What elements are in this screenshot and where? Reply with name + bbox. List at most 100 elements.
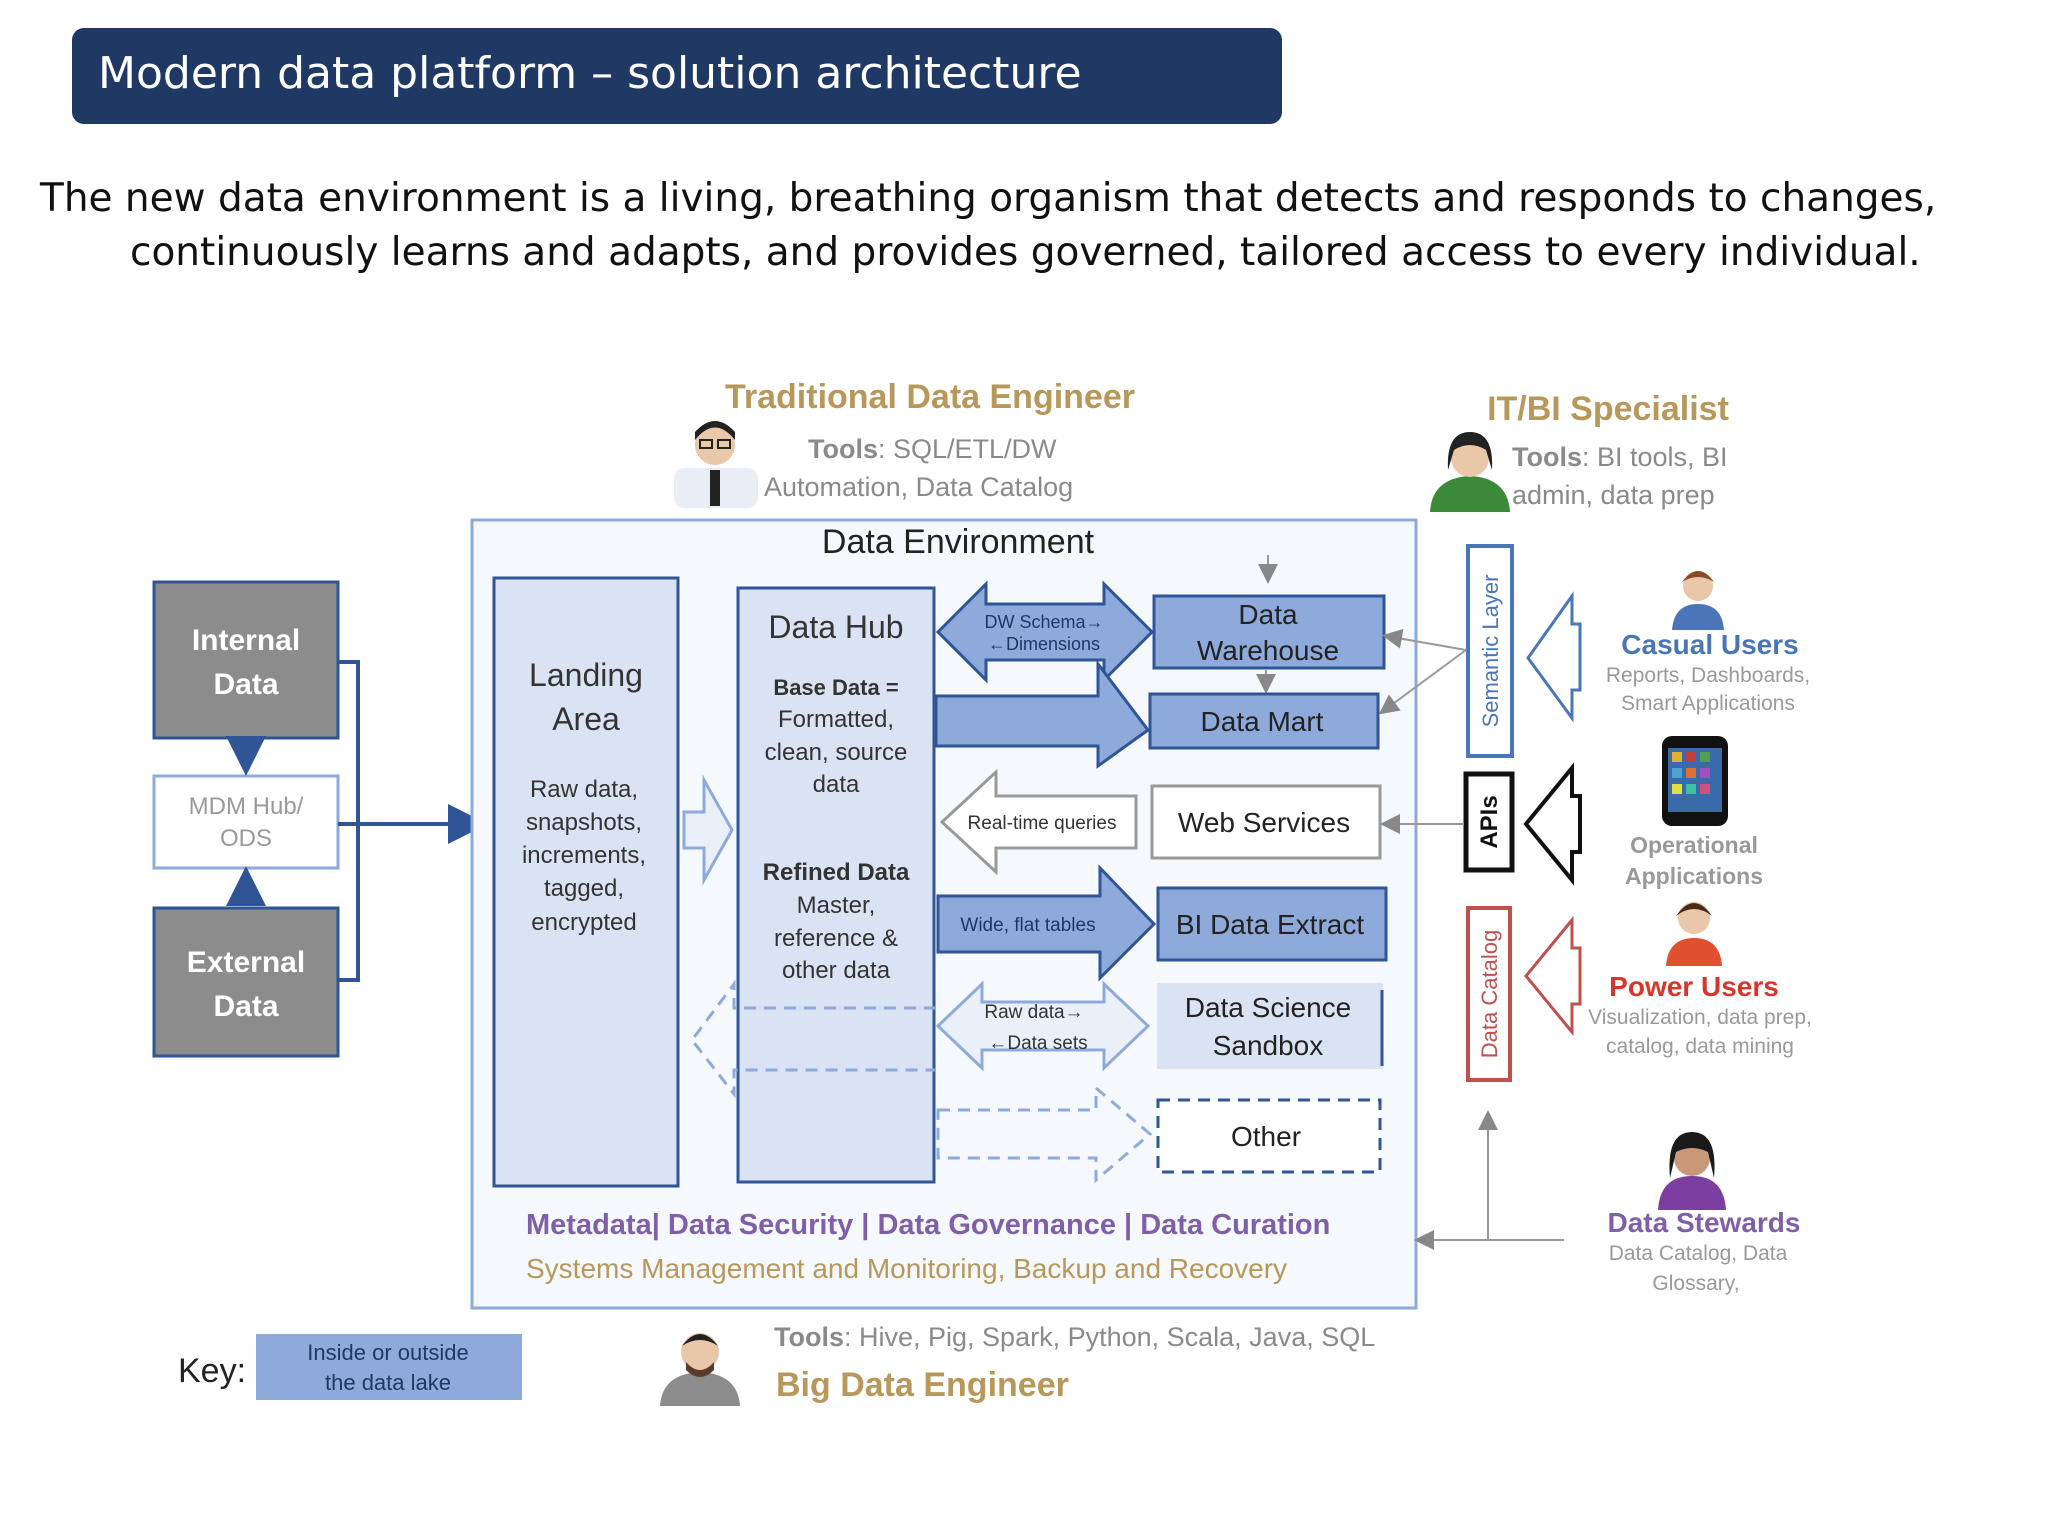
casual-users-desc-1: Reports, Dashboards, [1606, 664, 1810, 687]
landing-body-line3: increments, [522, 842, 646, 869]
operational-applications: Operational Applications [1625, 736, 1763, 889]
legend-key: Key: Inside or outside the data lake [178, 1334, 522, 1400]
external-data-box: External Data [152, 906, 340, 1058]
key-text-line2: the data lake [325, 1370, 451, 1395]
data-mart-label: Data Mart [1201, 706, 1324, 737]
other-label: Other [1231, 1121, 1301, 1152]
casual-user-icon [1672, 571, 1724, 630]
data-hub: Data Hub Base Data = Formatted, clean, s… [736, 586, 936, 1184]
hub-base-line3: data [813, 771, 860, 798]
power-users-desc-1: Visualization, data prep, [1588, 1006, 1812, 1029]
hub-base-title: Base Data = [773, 675, 898, 700]
casual-users: Casual Users Reports, Dashboards, Smart … [1606, 571, 1810, 715]
traditional-engineer-role: Traditional Data Engineer [725, 378, 1135, 416]
power-users: Power Users Visualization, data prep, ca… [1588, 902, 1812, 1058]
traditional-tools-line1: : SQL/ETL/DW [878, 434, 1057, 464]
dw-schema-arrow: DW Schema→ ←Dimensions [935, 580, 1155, 684]
it-bi-specialist: IT/BI Specialist Tools: BI tools, BI adm… [1430, 390, 1729, 512]
casual-users-arrow [1526, 591, 1582, 723]
data-environment-title: Data Environment [822, 523, 1095, 561]
wide-flat-tables-arrow: Wide, flat tables [936, 864, 1157, 982]
data-stewards-title: Data Stewards [1608, 1207, 1801, 1238]
landing-area: Landing Area Raw data, snapshots, increm… [492, 576, 680, 1188]
key-label: Key: [178, 1352, 246, 1390]
hub-refined-line2: reference & [774, 925, 898, 952]
hub-to-mart-arrow [934, 659, 1151, 769]
raw-data-line2: ←Data sets [988, 1033, 1087, 1054]
warehouse-line1: Data [1238, 599, 1298, 630]
subtitle-line-1: The new data environment is a living, br… [40, 176, 1937, 221]
power-user-icon [1666, 902, 1722, 966]
mdm-hub-box: MDM Hub/ ODS [152, 774, 340, 870]
data-stewards: Data Stewards Data Catalog, Data Glossar… [1608, 1132, 1801, 1295]
it-bi-specialist-role: IT/BI Specialist [1487, 390, 1729, 428]
casual-users-desc-2: Smart Applications [1621, 692, 1795, 715]
data-catalog-label: Data Catalog [1477, 930, 1502, 1058]
data-steward-icon [1658, 1132, 1726, 1210]
sandbox-line2: Sandbox [1213, 1030, 1324, 1061]
realtime-queries-arrow: Real-time queries [939, 768, 1138, 876]
source-connectors [226, 660, 488, 982]
hub-refined-line1: Master, [797, 892, 876, 919]
engineer-person-icon [674, 421, 758, 508]
mdm-hub-line1: MDM Hub/ [189, 793, 304, 820]
web-services-box: Web Services [1150, 784, 1382, 860]
svg-text:Tools: BI tools, BI: Tools: BI tools, BI [1512, 442, 1728, 472]
big-data-engineer-role: Big Data Engineer [776, 1366, 1069, 1404]
layer-connectors [1378, 628, 1564, 1250]
landing-title-line1: Landing [529, 657, 643, 693]
warehouse-line2: Warehouse [1197, 635, 1339, 666]
specialist-tools-label: Tools [1512, 442, 1582, 472]
landing-title-line2: Area [552, 701, 620, 737]
big-data-engineer: Tools: Hive, Pig, Spark, Python, Scala, … [660, 1322, 1375, 1406]
power-users-title: Power Users [1609, 971, 1779, 1002]
svg-text:Tools: SQL/ETL/DW: Tools: SQL/ETL/DW [808, 434, 1057, 464]
page-title: Modern data platform – solution architec… [98, 48, 1082, 99]
dw-arrow-line1: DW Schema→ [984, 612, 1103, 632]
subtitle-line-2: continuously learns and adapts, and prov… [130, 230, 1921, 275]
hub-base-line1: Formatted, [778, 706, 894, 733]
internal-data-line2: Data [213, 668, 278, 701]
raw-data-arrow: Raw data→ ←Data sets [935, 980, 1151, 1072]
landing-body-line5: encrypted [531, 909, 636, 936]
bi-data-extract-label: BI Data Extract [1176, 909, 1365, 940]
apis-label: APIs [1476, 795, 1503, 848]
data-catalog-layer: Data Catalog [1466, 906, 1512, 1082]
traditional-tools-label: Tools [808, 434, 878, 464]
operational-line2: Applications [1625, 863, 1763, 889]
specialist-tools-line2: admin, data prep [1512, 480, 1715, 510]
internal-data-line1: Internal [192, 624, 300, 657]
apis-layer: APIs [1463, 771, 1515, 873]
power-users-arrow [1524, 915, 1582, 1037]
big-data-tools-line1: : Hive, Pig, Spark, Python, Scala, Java,… [844, 1322, 1375, 1352]
hub-refined-line3: other data [782, 957, 891, 984]
governance-line: Metadata| Data Security | Data Governanc… [526, 1209, 1330, 1241]
landing-body-line1: Raw data, [530, 776, 638, 803]
landing-body-line4: tagged, [544, 875, 624, 902]
data-mart-box: Data Mart [1148, 692, 1380, 750]
sandbox-line1: Data Science [1185, 992, 1352, 1023]
big-data-tools-label: Tools [774, 1322, 844, 1352]
raw-data-dashed-path [690, 979, 936, 1099]
operational-apps-arrow [1523, 762, 1582, 886]
operational-line1: Operational [1630, 832, 1758, 858]
mdm-hub-line2: ODS [220, 825, 272, 852]
casual-users-title: Casual Users [1621, 629, 1798, 660]
data-stewards-desc-2: Glossary, [1652, 1272, 1739, 1295]
data-warehouse-box: Data Warehouse [1152, 594, 1386, 670]
data-stewards-desc-1: Data Catalog, Data [1609, 1242, 1788, 1265]
specialist-tools-line1: : BI tools, BI [1582, 442, 1728, 472]
key-swatch [256, 1334, 522, 1400]
governance-rest: | Data Security | Data Governance | Data… [652, 1209, 1331, 1241]
title-bar: Modern data platform – solution architec… [72, 28, 1282, 124]
big-data-engineer-icon [660, 1333, 740, 1406]
data-science-sandbox-box: Data Science Sandbox [1157, 983, 1384, 1069]
external-data-line2: Data [213, 990, 278, 1023]
data-sources: Internal Data MDM Hub/ ODS External Data [152, 580, 488, 1058]
other-dashed-arrow [936, 1084, 1153, 1184]
subtitle: The new data environment is a living, br… [40, 172, 1940, 280]
svg-text:Tools: Hive, Pig, Spark, Pytho: Tools: Hive, Pig, Spark, Python, Scala, … [774, 1322, 1375, 1352]
semantic-layer: Semantic Layer [1466, 544, 1514, 758]
landing-to-hub-arrow [682, 774, 734, 886]
